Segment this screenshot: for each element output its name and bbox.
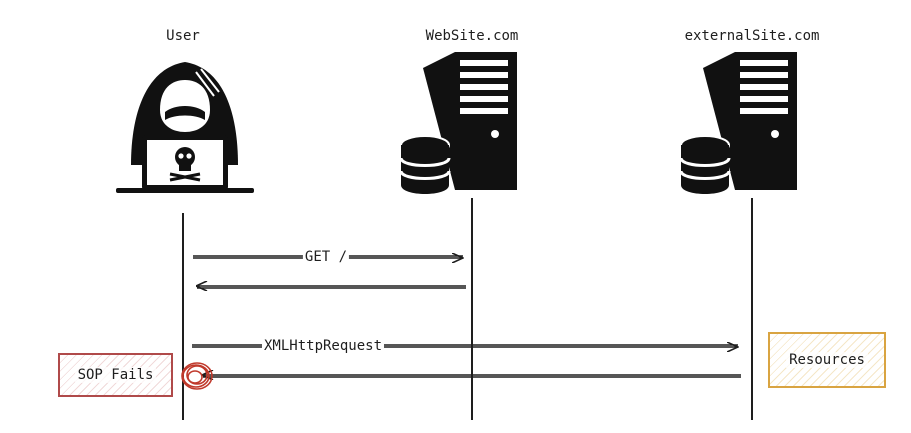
note-resources-text: Resources <box>786 352 868 368</box>
blocked-scribble-icon <box>181 362 213 390</box>
note-sop-fails-text: SOP Fails <box>74 367 157 383</box>
arrow-xhr-response <box>203 375 741 377</box>
message-label-get: GET / <box>302 249 350 265</box>
hooded-hacker-icon <box>116 62 254 193</box>
note-sop-fails: SOP Fails <box>58 353 173 397</box>
arrow-get-response <box>197 286 466 288</box>
actor-label-external: externalSite.com <box>684 28 820 44</box>
actor-label-website: WebSite.com <box>425 28 519 44</box>
server-database-icon <box>399 52 517 194</box>
server-database-icon <box>679 52 797 194</box>
actor-label-user: User <box>166 28 200 44</box>
note-resources: Resources <box>768 332 886 388</box>
message-label-xhr: XMLHttpRequest <box>261 338 385 354</box>
